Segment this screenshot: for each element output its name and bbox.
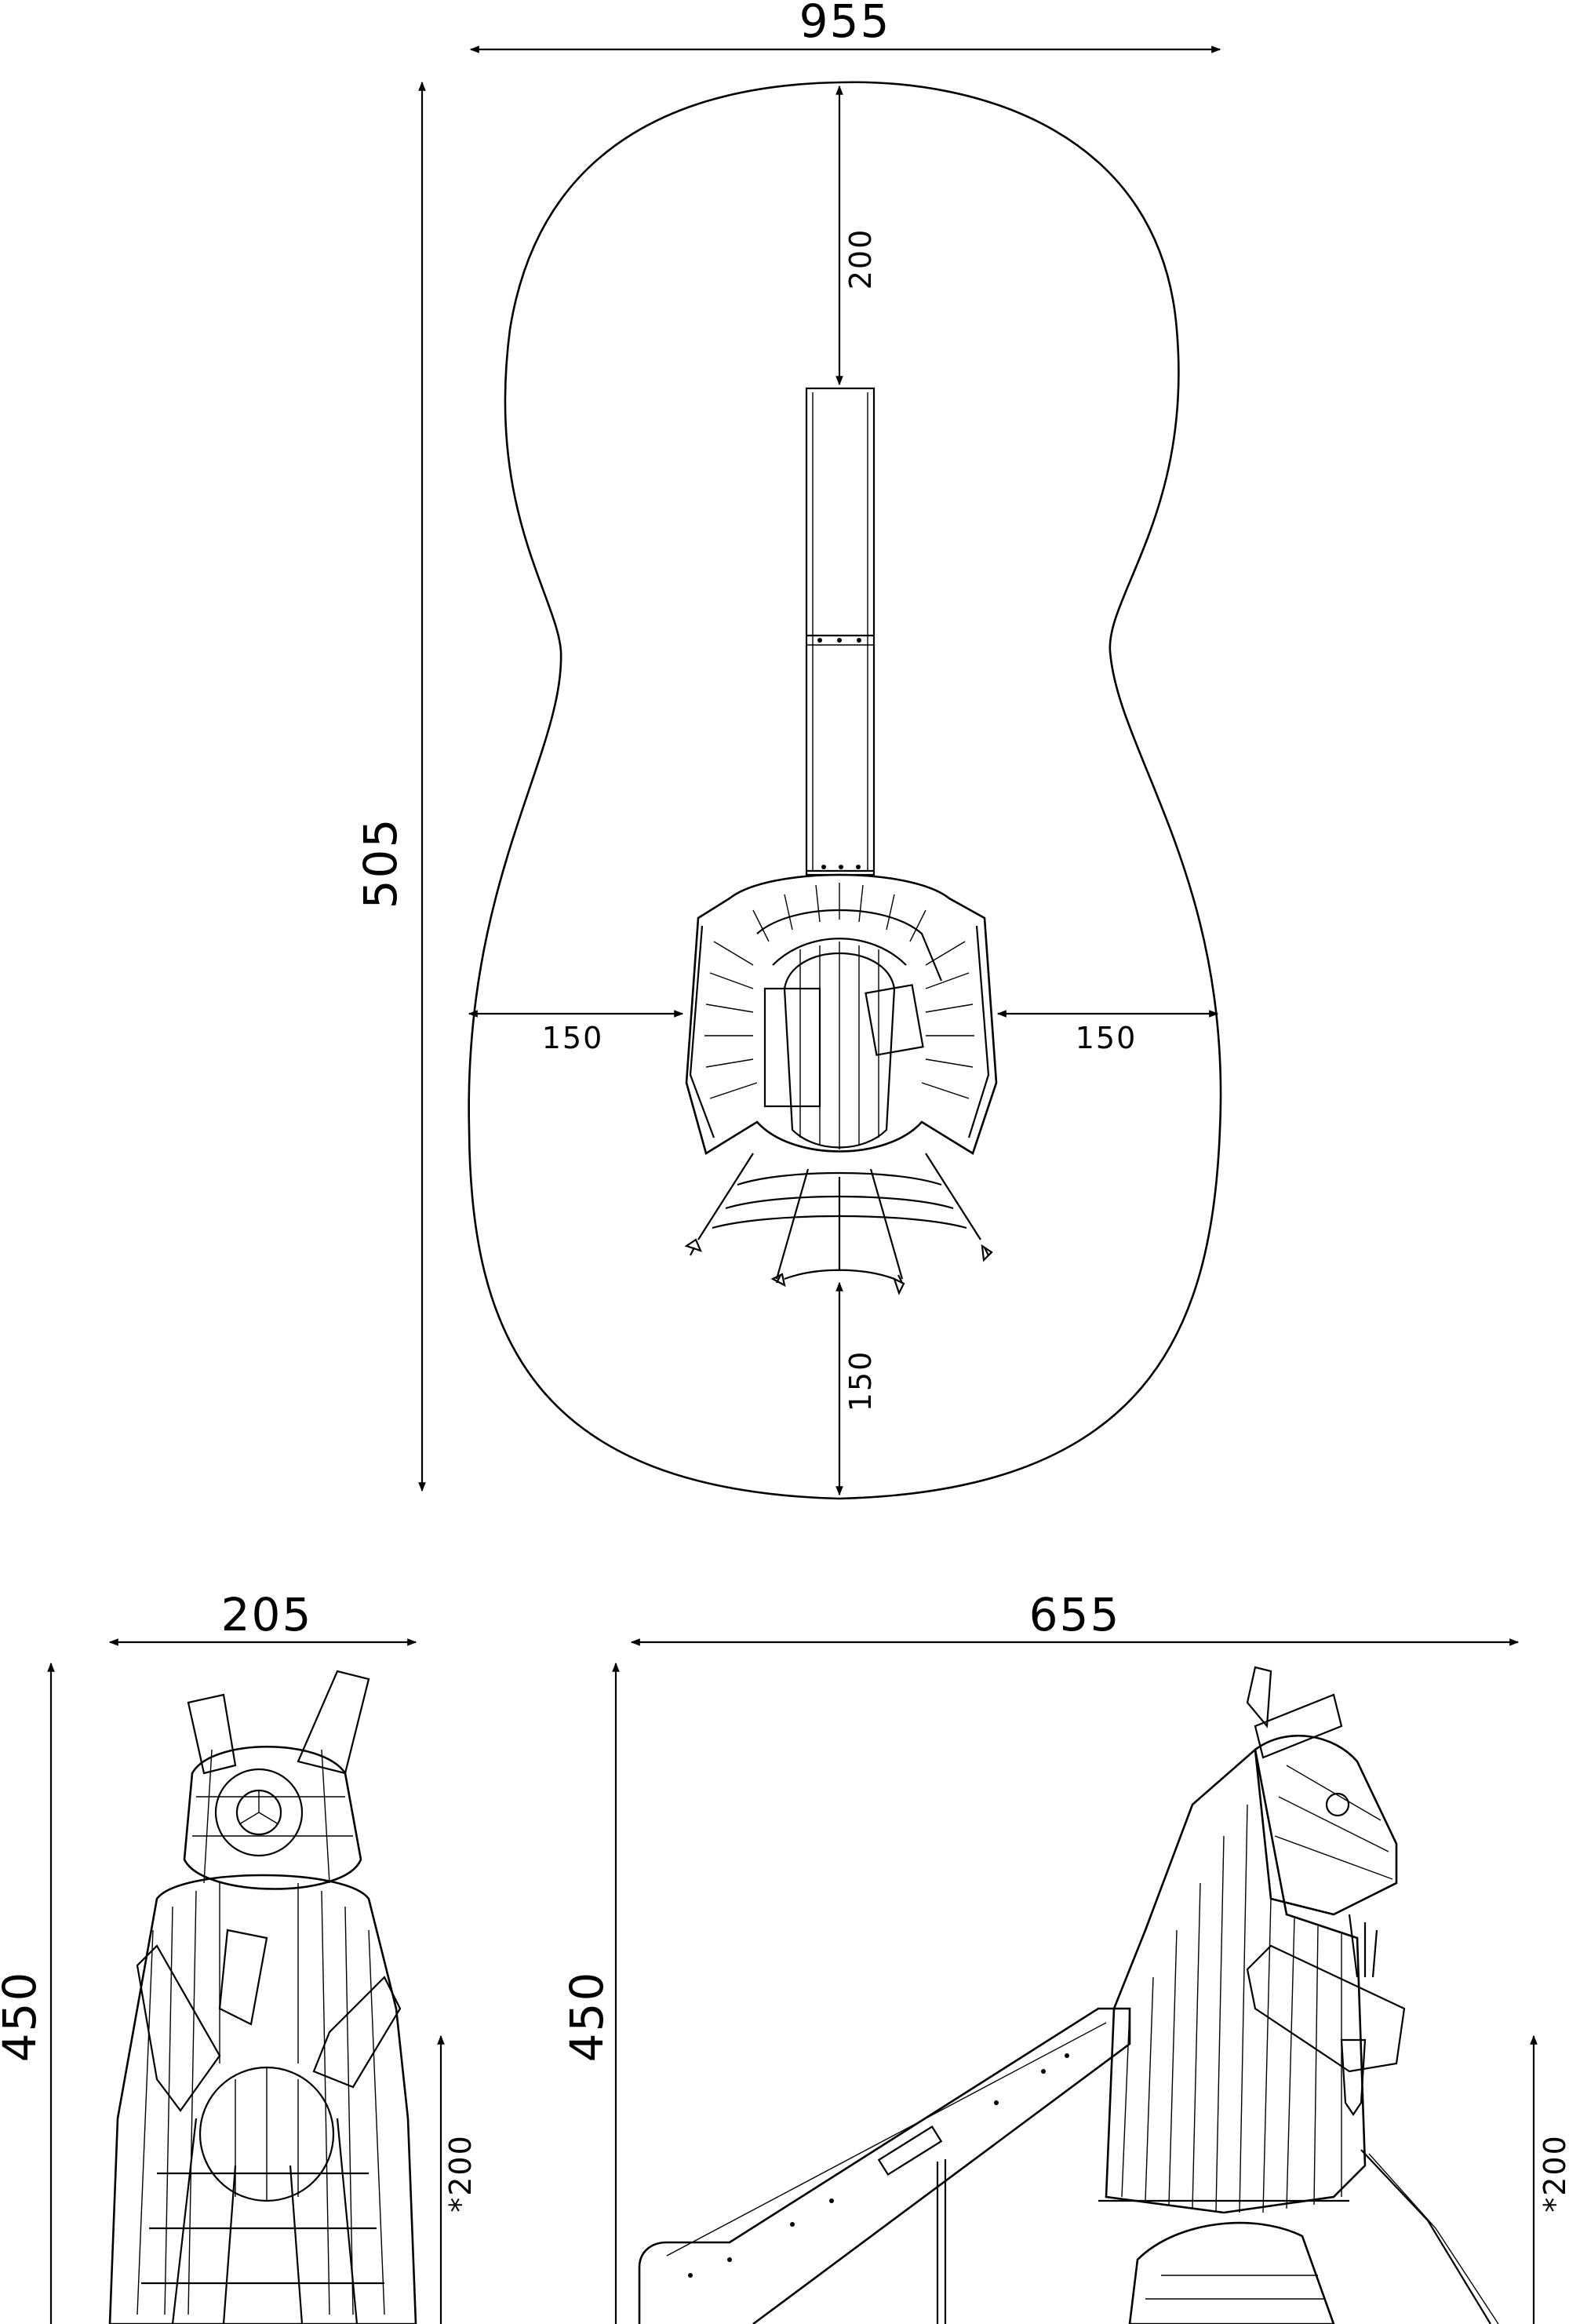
- side-height-label: 450: [560, 1971, 613, 2063]
- front-height-label: 450: [0, 1971, 46, 2063]
- plan-bottom-clearance-dimension: 150: [835, 1281, 878, 1496]
- plan-height-dimension: 505: [354, 81, 426, 1492]
- plan-left-clearance-dimension: 150: [468, 1010, 684, 1055]
- plan-left-clearance-label: 150: [542, 1021, 604, 1055]
- slide-side-view: [638, 2007, 1131, 2324]
- side-free-fall-dimension: *200: [1530, 2034, 1569, 2324]
- plan-right-clearance-label: 150: [1076, 1021, 1138, 1055]
- slide-chute: [805, 387, 876, 876]
- side-width-label: 655: [1029, 1588, 1121, 1641]
- front-width-label: 205: [221, 1588, 313, 1641]
- squirrel-side-view: [1098, 1666, 1499, 2324]
- safety-zone-outline: [468, 81, 1222, 1500]
- squirrel-top-view: [685, 873, 998, 1156]
- plan-width-dimension: 955: [469, 0, 1221, 53]
- front-free-fall-label: *200: [443, 2134, 478, 2213]
- plan-width-label: 955: [799, 0, 891, 48]
- squirrel-front-view: [108, 1670, 417, 2324]
- front-free-fall-dimension: *200: [437, 2034, 478, 2324]
- plan-top-clearance-label: 200: [843, 228, 878, 290]
- side-free-fall-label: *200: [1538, 2134, 1569, 2213]
- plan-view: 955 505 200 150 150 150: [354, 0, 1222, 1500]
- side-view: 655 450 *200: [560, 1588, 1569, 2324]
- front-view: 205 450 *200: [0, 1588, 478, 2324]
- plan-top-clearance-dimension: 200: [835, 85, 878, 386]
- side-width-dimension: 655: [630, 1588, 1520, 1646]
- side-height-dimension: 450: [560, 1662, 620, 2324]
- plan-height-label: 505: [354, 818, 407, 909]
- front-width-dimension: 205: [108, 1588, 417, 1646]
- plan-right-clearance-dimension: 150: [996, 1010, 1219, 1055]
- climbing-net: [684, 1153, 993, 1295]
- plan-bottom-clearance-label: 150: [843, 1350, 878, 1412]
- front-height-dimension: 450: [0, 1662, 55, 2324]
